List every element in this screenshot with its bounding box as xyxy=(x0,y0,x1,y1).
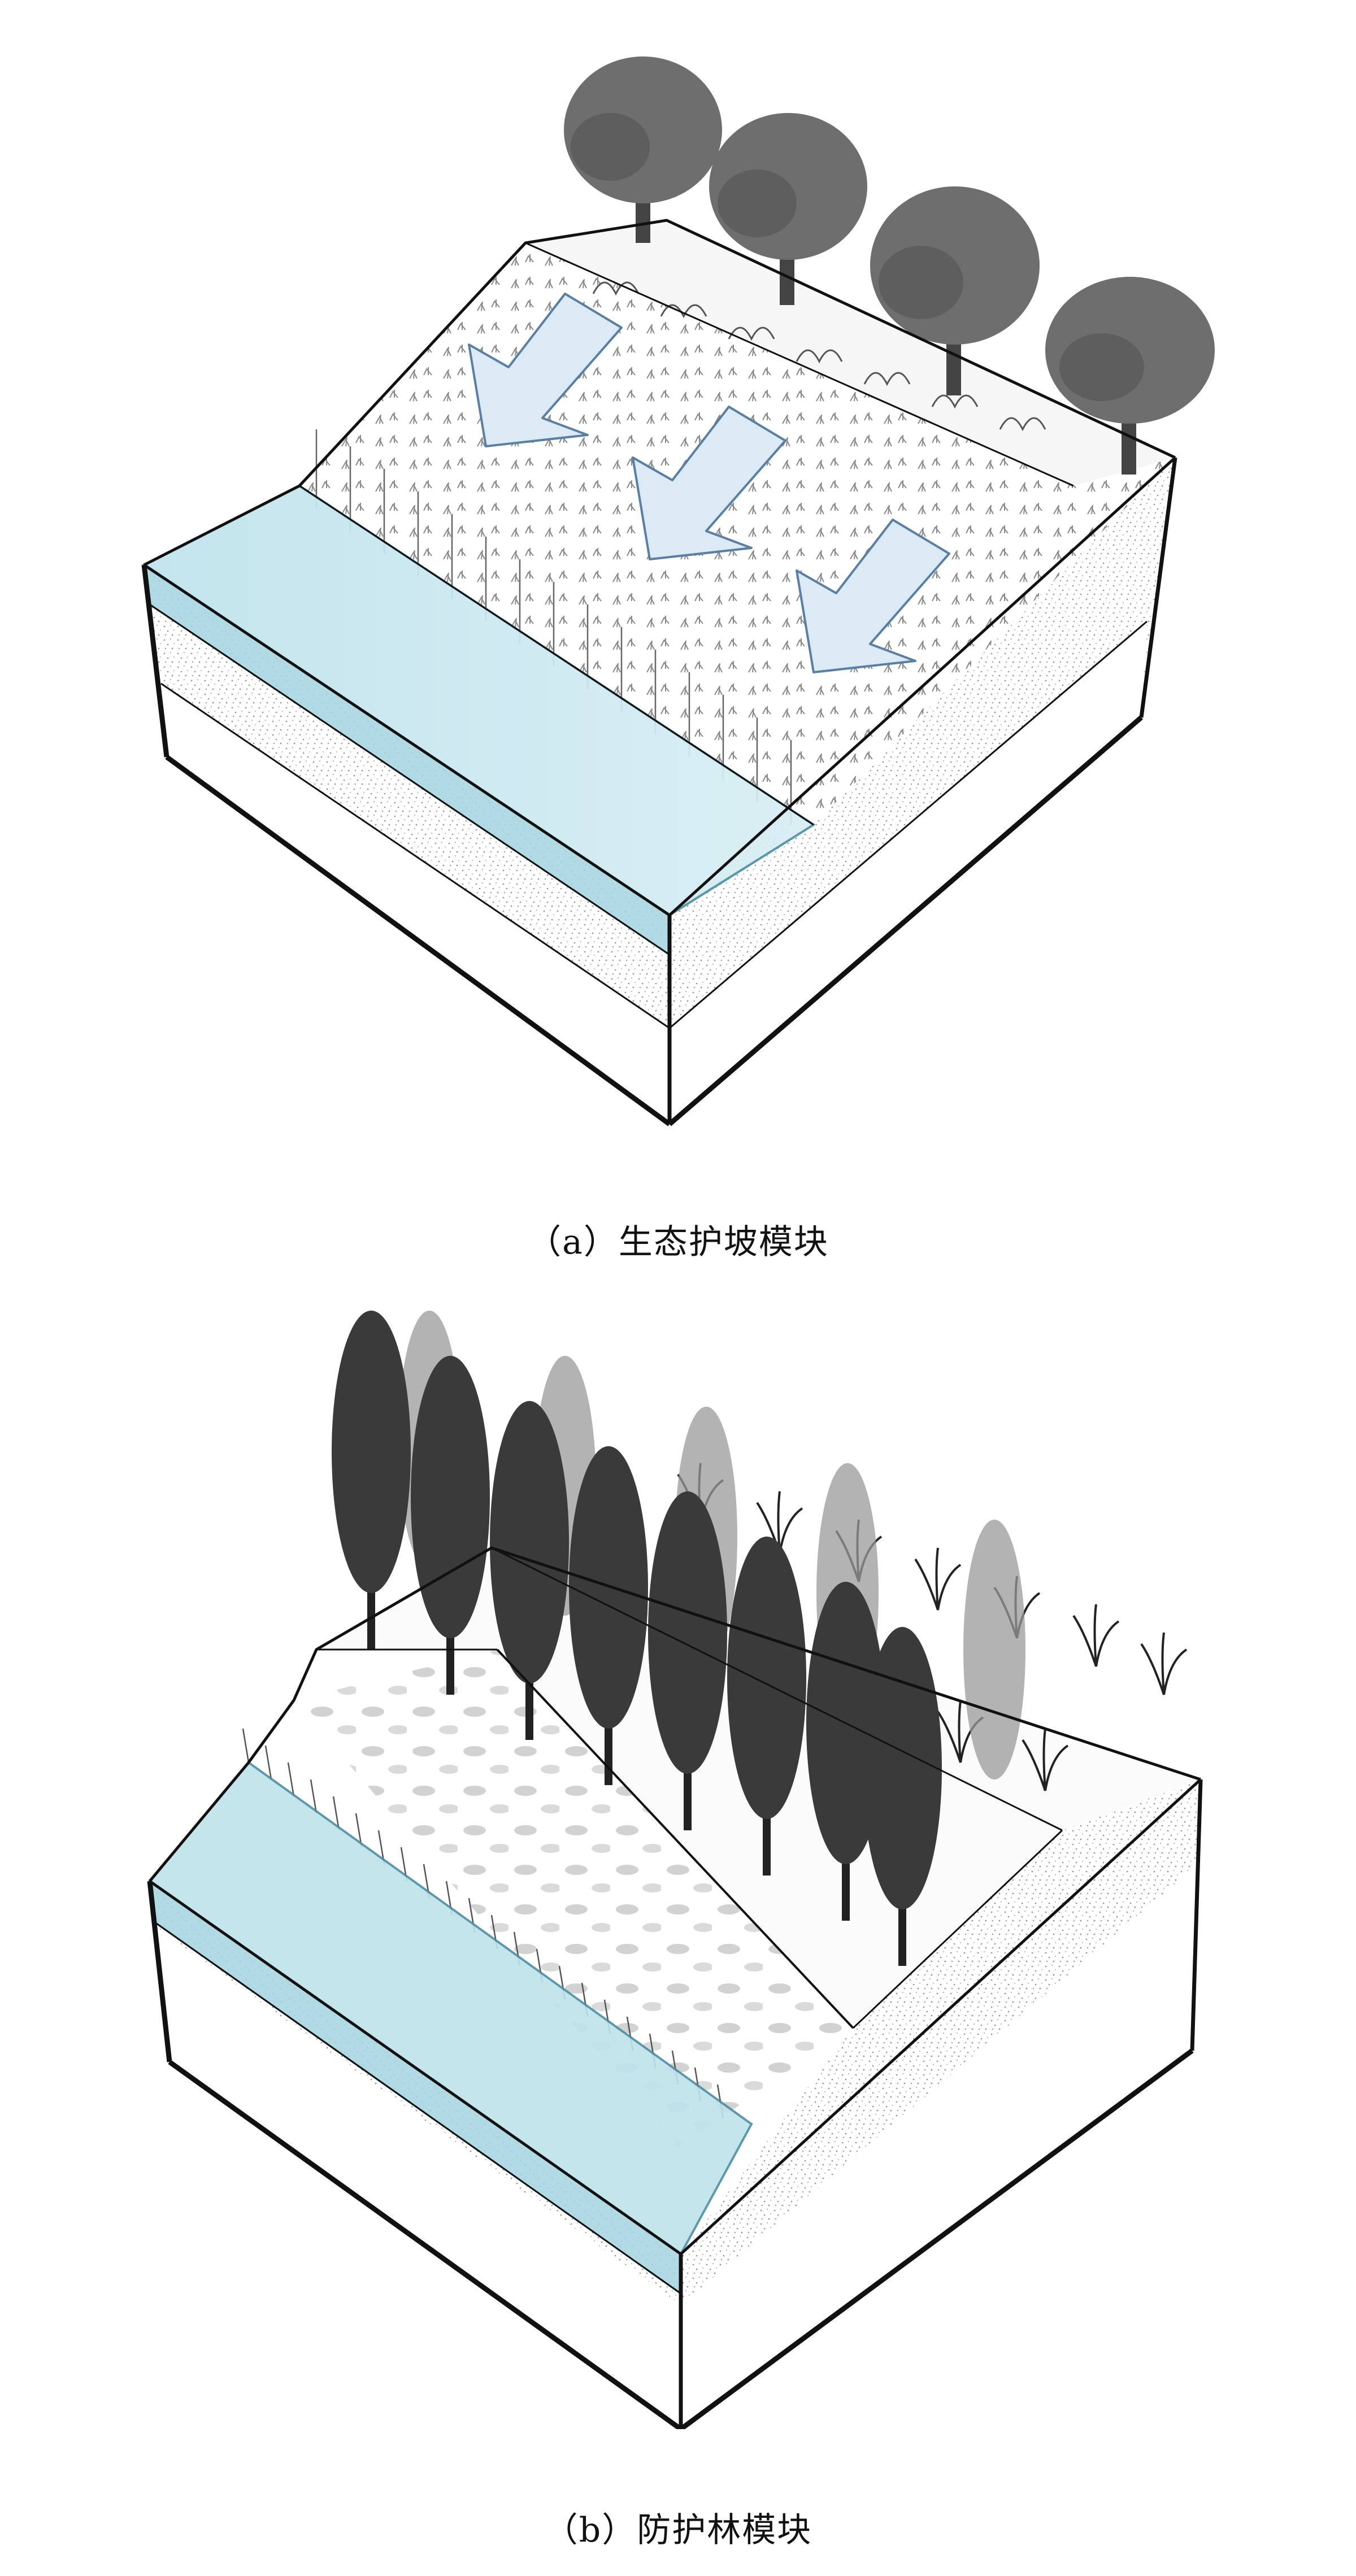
reed-row xyxy=(242,1728,724,2119)
shrub-row xyxy=(592,281,1046,432)
soil-front-left-face xyxy=(150,1881,681,2429)
grass-tuft-icon xyxy=(1072,1604,1120,1667)
figure-b-caption: （b）防护林模块 xyxy=(544,2510,812,2550)
tree-icon xyxy=(564,56,722,243)
poplar-tree-icon xyxy=(332,1311,411,1650)
grass-tuft-icon xyxy=(914,1547,962,1611)
tree-group xyxy=(564,56,1215,475)
top-terrace xyxy=(525,220,1175,486)
figure-a-caption: （a）生态护坡模块 xyxy=(527,1222,829,1262)
tree-icon xyxy=(870,186,1040,395)
figure-b-shelterbelt-module xyxy=(0,1299,1356,2429)
poplar-tree-icon xyxy=(648,1491,727,1830)
flow-arrow-icon xyxy=(468,293,623,447)
poplar-tree-icon xyxy=(963,1520,1025,1779)
eco-slope-block-diagram xyxy=(141,56,1215,1126)
block-outline xyxy=(147,1546,1203,2429)
shelterbelt-block-diagram xyxy=(147,1311,1203,2429)
tree-icon xyxy=(1045,277,1215,475)
grass-tuft-icon xyxy=(1140,1632,1188,1695)
flow-arrow-icon xyxy=(632,406,786,560)
soil-speckle-band-right xyxy=(681,1779,1201,2305)
embankment-slope xyxy=(294,1650,853,2147)
soil-lower-band-right xyxy=(670,621,1147,1124)
poplar-tree-icon xyxy=(411,1356,490,1695)
tree-icon xyxy=(709,113,867,305)
flow-arrows xyxy=(468,293,950,673)
poplar-tree-icon xyxy=(727,1537,806,1876)
block-outline xyxy=(141,219,1177,1126)
grass-tuft-icon xyxy=(1022,1728,1069,1791)
flow-arrow-icon xyxy=(796,519,950,673)
figure-a-eco-slope-module: （a）生态护坡模块 xyxy=(0,0,1356,1262)
soil-lower-band-left xyxy=(161,684,670,1124)
poplar-tree-icon xyxy=(863,1627,942,1966)
poplar-row-front xyxy=(332,1311,942,1966)
